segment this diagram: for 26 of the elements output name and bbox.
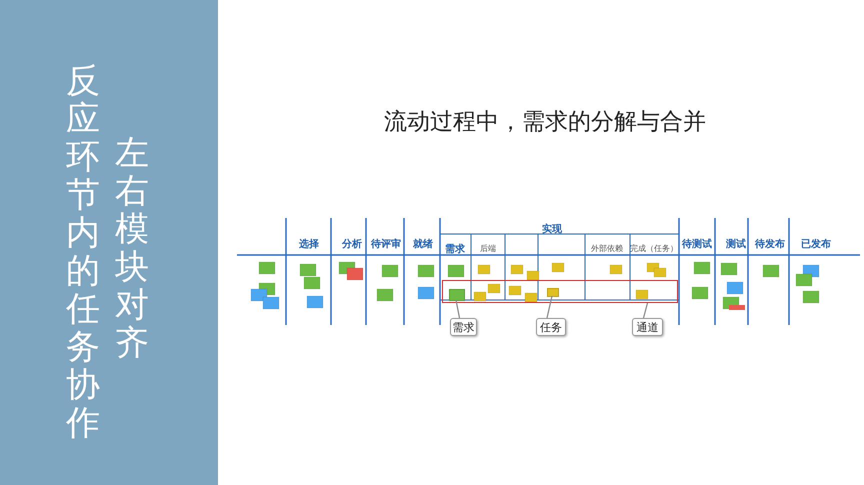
callout-label: 需求 — [450, 318, 477, 336]
callout-label: 任务 — [536, 318, 566, 336]
column-header: 实现 — [542, 222, 562, 236]
column-header: 完成（任务） — [630, 243, 678, 254]
column-header: 待发布 — [755, 238, 785, 251]
sticky-note — [449, 289, 465, 301]
sticky-note — [547, 288, 559, 297]
column-header: 待测试 — [682, 238, 712, 251]
column-header: 选择 — [299, 238, 319, 251]
leader-line — [455, 300, 460, 318]
column-header: 分析 — [342, 238, 362, 251]
column-header: 需求 — [445, 242, 465, 256]
vertical-heading: 反应环节内的任务协作 — [66, 62, 100, 442]
column-header: 待评审 — [371, 237, 401, 251]
column-header: 已发布 — [801, 238, 831, 251]
column-header: 后端 — [480, 243, 496, 254]
callout-label: 通道 — [632, 318, 663, 336]
title: 流动过程中，需求的分解与合并 — [384, 108, 706, 137]
column-header: 外部依赖 — [591, 243, 623, 254]
vertical-heading: 左右模块对齐 — [115, 134, 149, 362]
column-header: 就绪 — [413, 238, 433, 251]
leader-line — [642, 302, 648, 318]
column-header: 测试 — [726, 238, 746, 251]
side-panel — [0, 0, 218, 485]
lane-outline — [442, 280, 678, 303]
leader-line — [546, 296, 553, 318]
